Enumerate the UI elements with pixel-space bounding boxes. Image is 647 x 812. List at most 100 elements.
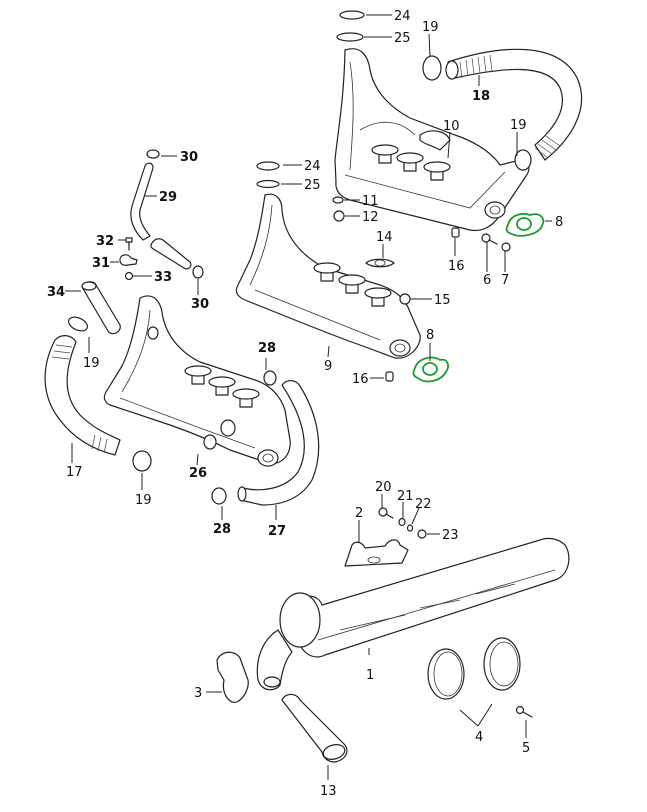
gasket-14 [365,258,395,268]
callout-19: 19 [422,20,439,35]
leader-line [196,453,199,466]
bushing-16a [451,227,460,238]
callout-28: 28 [258,341,276,356]
bracket-2 [344,539,409,567]
leader-line [477,703,493,727]
muffler-1 [256,537,570,691]
callout-16: 16 [448,259,465,274]
heater-hose-17 [44,335,121,456]
hose-29 [130,162,192,270]
washer-11 [332,196,344,204]
hose-34 [81,281,121,335]
callout-11: 11 [362,194,379,209]
callout-23: 23 [442,528,459,543]
bolt-5 [515,705,533,718]
muffler-clamp-4b [483,637,521,691]
callout-13: 13 [320,784,337,799]
flange-plate [371,144,399,156]
callout-6: 6 [483,273,491,288]
leader-line [447,131,451,159]
callout-1: 1 [366,668,374,683]
callout-19: 19 [510,118,527,133]
tailpipe-bend-3 [216,651,249,703]
flange-plate [338,274,366,286]
bushing-16b [385,371,394,382]
hose-clamp-19a [422,55,442,81]
tailpipe-13 [281,693,348,763]
nut-23 [417,529,427,539]
callout-28: 28 [213,522,231,537]
flange-stubs [184,144,451,408]
callout-16: 16 [352,372,369,387]
callout-33: 33 [154,270,172,285]
callout-22: 22 [415,497,432,512]
ring-25b [256,179,280,189]
hose-clamp-19d [132,450,152,472]
callout-19: 19 [135,493,152,508]
clamp-28b [211,487,227,505]
callout-12: 12 [362,210,379,225]
gasket-8a-highlighted [505,212,545,237]
callout-5: 5 [522,741,530,756]
clamp-30a [146,149,160,159]
bolt-20 [378,507,394,519]
muffler-clamp-4a [427,648,465,700]
sleeve-24a [339,10,365,20]
callout-17: 17 [66,465,83,480]
callout-21: 21 [397,489,414,504]
flange-plate [208,376,236,388]
callout-15: 15 [434,293,451,308]
nut-12 [333,210,345,222]
callout-25: 25 [304,178,321,193]
callout-29: 29 [159,190,177,205]
bolt-32 [125,237,133,251]
callout-24: 24 [304,159,321,174]
hose-clamp-19c [67,316,89,332]
flange-plate [364,287,392,299]
washer-22 [406,524,414,532]
callout-4: 4 [475,730,483,745]
clamp-30b [192,265,204,279]
nut-33 [124,271,134,281]
flange-plate [184,365,212,377]
flange-plate [423,161,451,173]
heater-hose-18 [445,48,583,161]
callout-32: 32 [96,234,114,249]
nut-15 [399,293,411,305]
callout-24: 24 [394,9,411,24]
callout-18: 18 [472,89,490,104]
callout-10: 10 [443,119,460,134]
callout-20: 20 [375,480,392,495]
flange-plate [232,388,260,400]
callout-7: 7 [501,273,509,288]
leader-line [459,709,479,727]
callout-25: 25 [394,31,411,46]
callout-19: 19 [83,356,100,371]
callout-30: 30 [191,297,209,312]
bolt-6 [481,233,498,245]
washer-21 [398,517,406,527]
callout-31: 31 [92,256,110,271]
leader-line [411,507,420,525]
flange-plate [396,152,424,164]
callout-34: 34 [47,285,65,300]
callout-9: 9 [324,359,332,374]
hose-27 [237,380,320,506]
callout-8: 8 [426,328,434,343]
hose-clamp-19b [514,149,532,171]
bracket-31 [119,254,138,266]
parts-drawing [44,10,583,763]
callout-30: 30 [180,150,198,165]
callout-8: 8 [555,215,563,230]
leader-line [428,33,431,57]
callout-2: 2 [355,506,363,521]
heat-exchanger-right [334,48,530,232]
leader-lines [65,14,552,780]
callout-14: 14 [376,230,393,245]
flange-plate [313,262,341,274]
leader-line [327,345,330,358]
callout-3: 3 [194,686,202,701]
sleeve-24b [256,161,280,171]
